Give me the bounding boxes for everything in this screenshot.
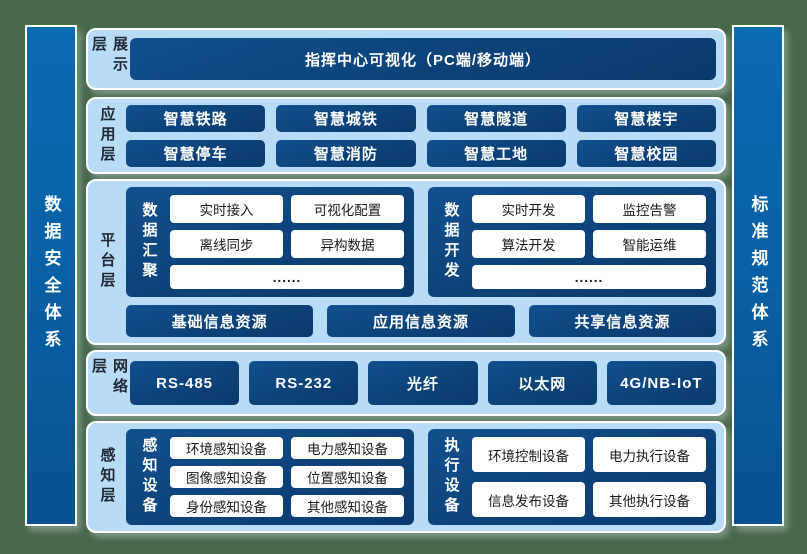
pillar-data-security-label: 数据安全体系 — [41, 194, 61, 357]
layer-application-label-wrap: 应用层 — [88, 105, 126, 166]
layer-platform-label-wrap: 平台层 — [88, 187, 126, 337]
chip-realtime-ingest: 实时接入 — [170, 195, 283, 224]
pillar-data-security: 数据安全体系 — [25, 25, 77, 526]
app-box-smart-parking: 智慧停车 — [126, 139, 266, 167]
chip-monitor-alert: 监控告警 — [593, 195, 706, 224]
chip-offline-sync: 离线同步 — [170, 230, 283, 259]
group-data-aggregation: 数据汇聚 实时接入 可视化配置 离线同步 异构数据 ...... — [126, 187, 414, 297]
layer-perception-label-wrap: 感知层 — [88, 429, 126, 525]
app-box-smart-firefighting: 智慧消防 — [276, 139, 416, 167]
group-data-development-label: 数据开发 — [442, 202, 460, 282]
group-data-aggregation-label: 数据汇聚 — [140, 202, 158, 282]
net-box-rs485: RS-485 — [130, 361, 240, 405]
chip-aggregation-more: ...... — [170, 265, 404, 289]
chip-heterogeneous-data: 异构数据 — [291, 230, 404, 259]
chip-realtime-dev: 实时开发 — [472, 195, 585, 224]
resource-basic-info: 基础信息资源 — [126, 305, 314, 337]
chip-power-sensing: 电力感知设备 — [291, 437, 404, 459]
chip-info-publishing: 信息发布设备 — [472, 482, 585, 517]
chip-algorithm-dev: 算法开发 — [472, 230, 585, 259]
layer-display-label: 展示层 — [90, 36, 128, 76]
resource-application-info: 应用信息资源 — [327, 305, 515, 337]
group-actuator-devices-label: 执行设备 — [442, 437, 460, 517]
app-box-smart-tunnel: 智慧隧道 — [426, 104, 566, 132]
pillar-standards: 标准规范体系 — [732, 25, 784, 526]
app-box-smart-building: 智慧楼宇 — [576, 104, 716, 132]
chip-identity-sensing: 身份感知设备 — [170, 495, 283, 517]
layer-application-label: 应用层 — [98, 105, 116, 166]
net-box-fiber: 光纤 — [368, 361, 478, 405]
chip-development-more: ...... — [472, 265, 706, 289]
layer-platform: 平台层 数据汇聚 实时接入 可视化配置 离线同步 异构数据 ...... — [86, 179, 726, 345]
layer-perception-label: 感知层 — [98, 447, 116, 507]
layer-application: 应用层 智慧铁路 智慧城铁 智慧隧道 智慧楼宇 智慧停车 智慧消防 智慧工地 智… — [86, 97, 726, 174]
layer-network-label: 网络层 — [90, 358, 128, 398]
layer-network-label-wrap: 网络层 — [88, 358, 130, 408]
app-box-smart-metro: 智慧城铁 — [276, 104, 416, 132]
layer-perception: 感知层 感知设备 环境感知设备 电力感知设备 图像感知设备 位置感知设备 身份感… — [86, 421, 726, 533]
chip-visual-config: 可视化配置 — [291, 195, 404, 224]
layer-display: 展示层 指挥中心可视化（PC端/移动端） — [86, 28, 726, 90]
group-sensing-devices: 感知设备 环境感知设备 电力感知设备 图像感知设备 位置感知设备 身份感知设备 … — [126, 429, 414, 525]
group-data-development: 数据开发 实时开发 监控告警 算法开发 智能运维 ...... — [428, 187, 716, 297]
net-box-rs232: RS-232 — [249, 361, 359, 405]
net-box-4g-nbiot: 4G/NB-IoT — [606, 361, 716, 405]
chip-env-sensing: 环境感知设备 — [170, 437, 283, 459]
layer-network: 网络层 RS-485 RS-232 光纤 以太网 4G/NB-IoT — [86, 350, 726, 416]
group-sensing-devices-label: 感知设备 — [140, 437, 158, 517]
chip-other-actuator: 其他执行设备 — [593, 482, 706, 517]
pillar-standards-label: 标准规范体系 — [748, 194, 768, 357]
resource-shared-info: 共享信息资源 — [528, 305, 716, 337]
layer-display-label-wrap: 展示层 — [88, 36, 130, 82]
app-box-smart-railway: 智慧铁路 — [126, 104, 266, 132]
app-box-smart-campus: 智慧校园 — [576, 139, 716, 167]
net-box-ethernet: 以太网 — [487, 361, 597, 405]
box-command-center-visualization: 指挥中心可视化（PC端/移动端） — [130, 38, 716, 80]
chip-location-sensing: 位置感知设备 — [291, 466, 404, 488]
group-actuator-devices: 执行设备 环境控制设备 电力执行设备 信息发布设备 其他执行设备 — [428, 429, 716, 525]
chip-other-sensing: 其他感知设备 — [291, 495, 404, 517]
chip-power-actuator: 电力执行设备 — [593, 437, 706, 472]
layer-platform-label: 平台层 — [98, 232, 116, 292]
chip-intelligent-ops: 智能运维 — [593, 230, 706, 259]
chip-env-control: 环境控制设备 — [472, 437, 585, 472]
chip-image-sensing: 图像感知设备 — [170, 466, 283, 488]
app-box-smart-worksite: 智慧工地 — [426, 139, 566, 167]
